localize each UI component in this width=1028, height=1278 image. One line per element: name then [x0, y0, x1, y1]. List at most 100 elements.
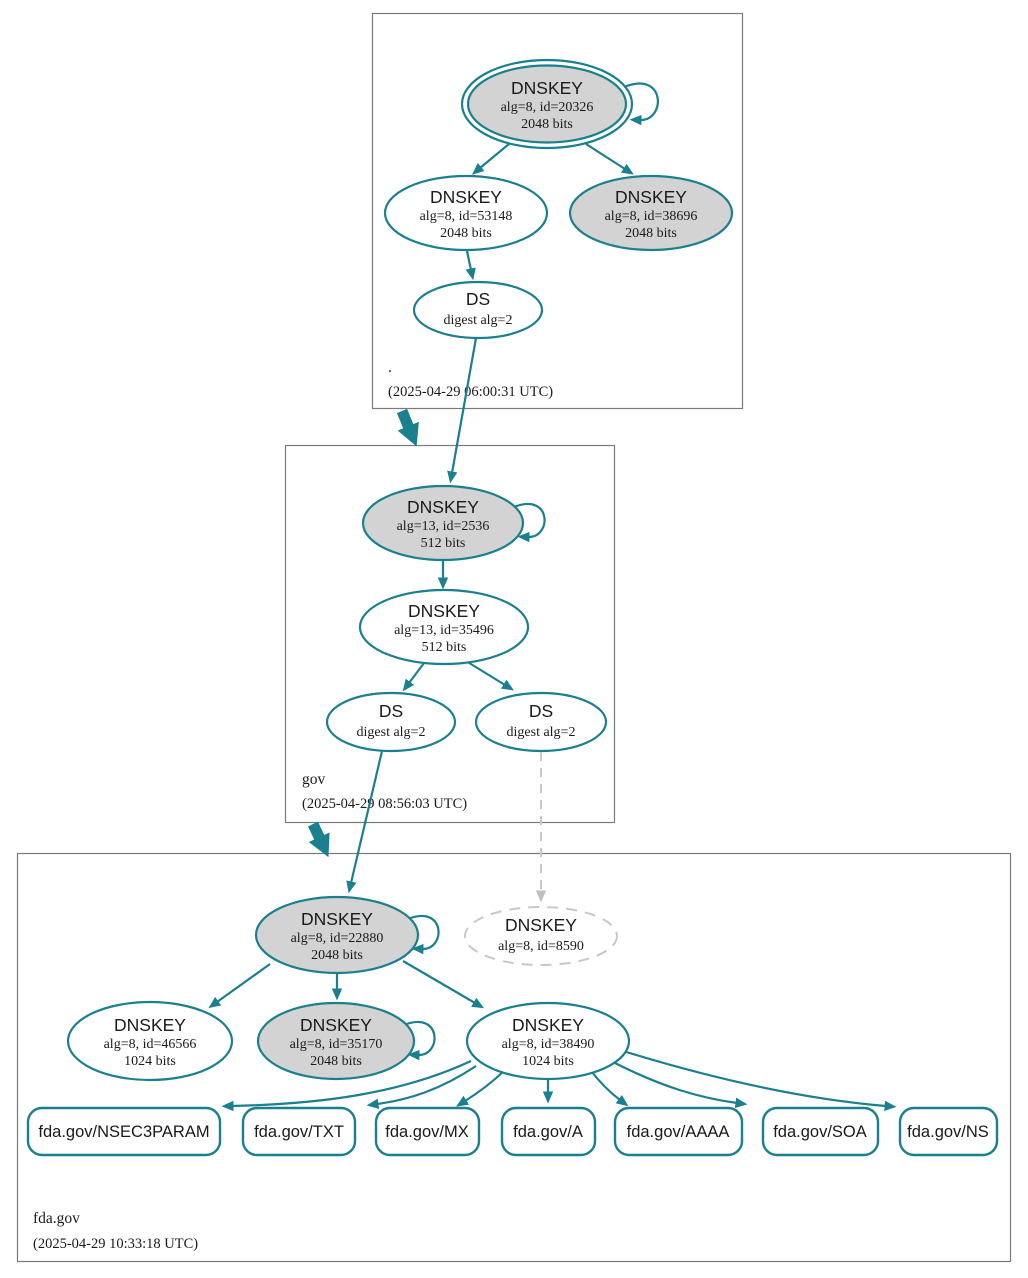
root-key38696-title: DNSKEY — [615, 187, 687, 207]
root-key38696-dnskey-node[interactable]: DNSKEY alg=8, id=38696 2048 bits — [568, 174, 734, 252]
edge-root-ksk-to-zsk — [471, 143, 510, 175]
edge-root-ksk-selfloop — [623, 82, 659, 126]
edge-fda-zsk-to-mx — [456, 1070, 505, 1107]
fda-key46566-ellipse — [66, 1000, 234, 1082]
fda-zsk-bits: 1024 bits — [522, 1054, 574, 1069]
fda-zsk-title: DNSKEY — [512, 1015, 584, 1035]
edge-gov-zsk-to-ds-left — [402, 662, 425, 692]
root-ksk-title: DNSKEY — [511, 78, 583, 98]
root-zsk-dnskey-node[interactable]: DNSKEY alg=8, id=53148 2048 bits — [383, 174, 549, 252]
rrset-aaaa-box — [613, 1106, 744, 1157]
fda-key35170-title: DNSKEY — [300, 1015, 372, 1035]
fda-key46566-dnskey-node[interactable]: DNSKEY alg=8, id=46566 1024 bits — [66, 1000, 234, 1082]
gov-ds-right-title: DS — [529, 701, 553, 721]
edge-fda-ksk-selfloop — [407, 915, 440, 955]
edge-fda-zsk-to-soa — [612, 1061, 748, 1108]
fda-missing-title: DNSKEY — [505, 915, 577, 935]
fda-key46566-alg: alg=8, id=46566 — [104, 1037, 197, 1052]
fda-ksk-dnskey-node[interactable]: DNSKEY alg=8, id=22880 2048 bits — [254, 895, 420, 975]
edge-root-zone-to-gov-zone — [396, 408, 419, 447]
fda-key35170-alg: alg=8, id=35170 — [290, 1037, 383, 1052]
root-key38696-alg: alg=8, id=38696 — [605, 209, 698, 224]
rrset-ns-box — [898, 1106, 999, 1157]
fda-missing-dnskey-node[interactable]: DNSKEY alg=8, id=8590 — [464, 906, 618, 966]
rrset-fda-gov-aaaa[interactable]: fda.gov/AAAA — [613, 1106, 744, 1157]
rrset-nsec3param-box — [26, 1106, 222, 1157]
rrset-a-box — [500, 1106, 597, 1157]
gov-zsk-title: DNSKEY — [408, 601, 480, 621]
fda-missing-ellipse — [464, 906, 618, 966]
fda-zsk-dnskey-node[interactable]: DNSKEY alg=8, id=38490 1024 bits — [465, 1001, 631, 1081]
fda-key35170-dnskey-node[interactable]: DNSKEY alg=8, id=35170 2048 bits — [256, 1001, 416, 1081]
fda-zsk-ellipse — [465, 1001, 631, 1081]
root-key38696-ellipse — [568, 174, 734, 252]
gov-ksk-alg: alg=13, id=2536 — [397, 519, 490, 534]
root-zsk-title: DNSKEY — [430, 187, 502, 207]
rrset-txt-label: fda.gov/TXT — [254, 1123, 344, 1141]
rrset-fda-gov-mx[interactable]: fda.gov/MX — [374, 1106, 481, 1157]
rrset-txt-box — [241, 1106, 357, 1157]
root-ksk-outer-ring — [460, 58, 634, 150]
gov-ksk-dnskey-node[interactable]: DNSKEY alg=13, id=2536 512 bits — [361, 484, 525, 562]
gov-zsk-alg: alg=13, id=35496 — [394, 623, 494, 638]
edge-gov-ds-to-fda-ksk — [346, 750, 384, 894]
gov-zsk-dnskey-node[interactable]: DNSKEY alg=13, id=35496 512 bits — [358, 588, 530, 666]
zone-fda-gov-timestamp: (2025-04-29 10:33:18 UTC) — [33, 1236, 198, 1252]
zone-gov-box — [284, 444, 616, 824]
rrset-fda-gov-a[interactable]: fda.gov/A — [500, 1106, 597, 1157]
fda-zsk-alg: alg=8, id=38490 — [502, 1037, 595, 1052]
zone-root: . (2025-04-29 06:00:31 UTC) DNSKEY alg=8… — [371, 12, 744, 410]
gov-ksk-bits: 512 bits — [421, 536, 466, 551]
root-ksk-inner-ring — [466, 64, 628, 144]
zone-gov: gov (2025-04-29 08:56:03 UTC) DNSKEY alg… — [284, 444, 616, 824]
gov-ds-left-digest: digest alg=2 — [357, 725, 426, 740]
rrset-aaaa-label: fda.gov/AAAA — [627, 1123, 730, 1141]
edge-fda-zsk-to-nsec3param — [221, 1060, 472, 1112]
rrset-fda-gov-nsec3param[interactable]: fda.gov/NSEC3PARAM — [26, 1106, 222, 1157]
root-ksk-bits: 2048 bits — [521, 117, 573, 132]
gov-ds-left-title: DS — [379, 701, 403, 721]
edge-fda-zsk-to-txt — [366, 1065, 477, 1109]
edge-fda-ksk-to-key46566 — [208, 963, 271, 1009]
edge-root-zsk-to-ds — [465, 250, 476, 281]
edge-root-ds-to-gov-ksk — [447, 337, 478, 484]
zone-root-label: . — [388, 359, 392, 376]
root-ds-digest: digest alg=2 — [444, 313, 513, 328]
gov-ksk-title: DNSKEY — [407, 497, 479, 517]
rrset-fda-gov-ns[interactable]: fda.gov/NS — [898, 1106, 999, 1157]
zone-gov-label: gov — [302, 771, 326, 788]
rrset-fda-gov-txt[interactable]: fda.gov/TXT — [241, 1106, 357, 1157]
gov-ds-left-ellipse — [325, 691, 457, 753]
root-ksk-alg: alg=8, id=20326 — [501, 100, 594, 115]
zone-root-timestamp: (2025-04-29 06:00:31 UTC) — [388, 384, 553, 400]
edge-fda-zsk-to-ns — [622, 1049, 897, 1112]
root-ds-node[interactable]: DS digest alg=2 — [412, 280, 544, 340]
rrset-fda-gov-soa[interactable]: fda.gov/SOA — [761, 1106, 880, 1157]
edge-gov-ksk-selfloop — [513, 503, 546, 543]
root-ds-title: DS — [466, 289, 490, 309]
edge-fda-ksk-to-zsk — [402, 960, 485, 1009]
gov-zsk-bits: 512 bits — [422, 640, 467, 655]
fda-ksk-alg: alg=8, id=22880 — [291, 931, 384, 946]
rrset-soa-label: fda.gov/SOA — [773, 1123, 867, 1141]
gov-ksk-ellipse — [361, 484, 525, 562]
edge-fda-zsk-to-aaaa — [590, 1070, 629, 1107]
gov-ds-left-node[interactable]: DS digest alg=2 — [325, 691, 457, 753]
gov-ds-right-node[interactable]: DS digest alg=2 — [474, 691, 608, 753]
edge-root-ksk-to-key38696 — [585, 143, 634, 175]
root-ksk-dnskey-node[interactable]: DNSKEY alg=8, id=20326 2048 bits — [460, 58, 634, 150]
gov-ds-right-ellipse — [474, 691, 608, 753]
fda-key46566-title: DNSKEY — [114, 1015, 186, 1035]
rrset-soa-box — [761, 1106, 880, 1157]
root-zsk-bits: 2048 bits — [440, 226, 492, 241]
root-zsk-alg: alg=8, id=53148 — [420, 209, 513, 224]
root-key38696-bits: 2048 bits — [625, 226, 677, 241]
fda-ksk-title: DNSKEY — [301, 909, 373, 929]
rrset-a-label: fda.gov/A — [513, 1123, 583, 1141]
edge-gov-zone-to-fda-zone — [308, 821, 330, 858]
zone-fda-gov-box — [16, 852, 1012, 1263]
fda-ksk-ellipse — [254, 895, 420, 975]
root-zsk-ellipse — [383, 174, 549, 252]
